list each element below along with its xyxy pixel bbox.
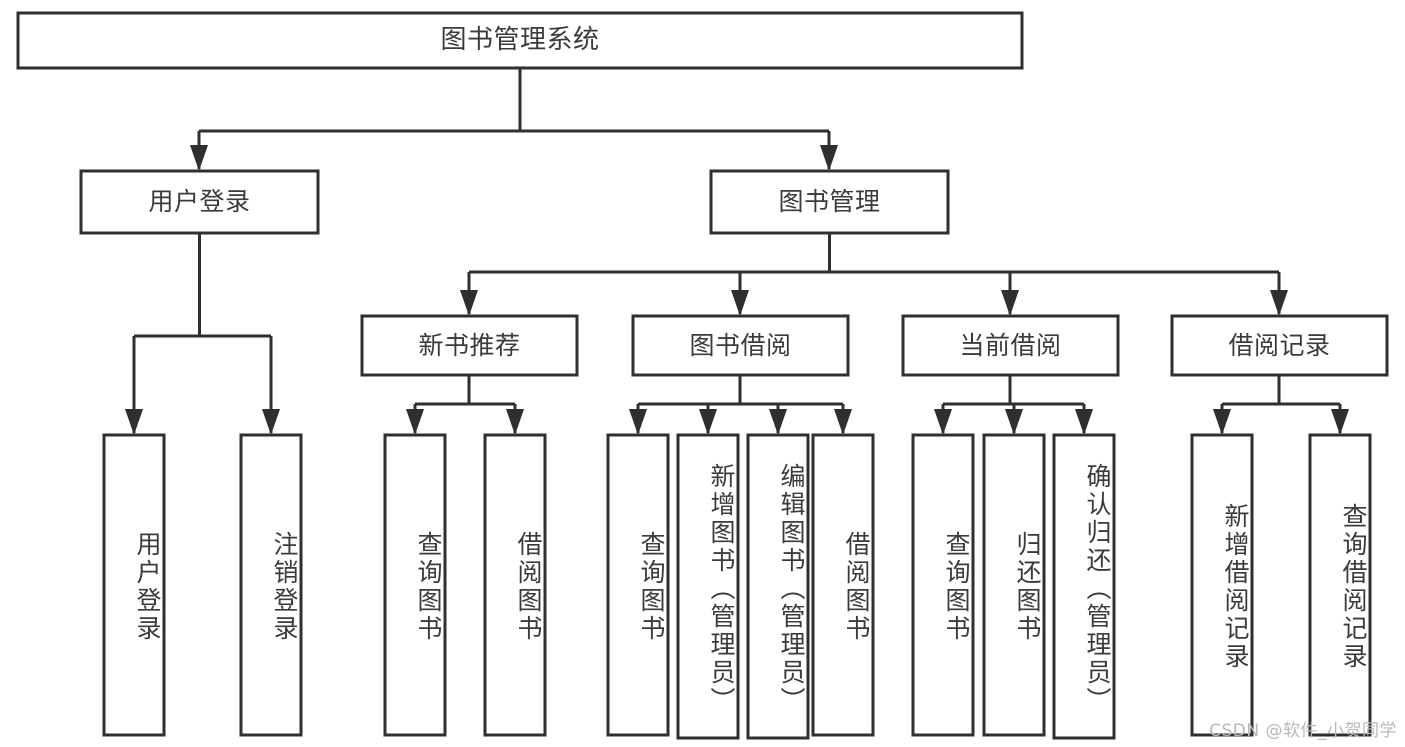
node-box-book-management[interactable] [709, 169, 950, 235]
arrow-head-icon [1270, 290, 1288, 316]
node-box-leaf-borrow-book-recommend[interactable] [483, 433, 547, 737]
arrow-head-icon [460, 290, 478, 316]
arrow-head-icon [1075, 409, 1093, 435]
arrow-head-icon [1213, 409, 1231, 435]
arrow-head-icon [699, 409, 717, 435]
arrow-head-icon [834, 409, 852, 435]
connector-edges-layer [125, 68, 1349, 435]
node-box-leaf-query-borrow-record[interactable] [1308, 433, 1372, 737]
arrow-head-icon [1331, 409, 1349, 435]
node-boxes-layer [16, 11, 1389, 740]
arrow-head-icon [769, 409, 787, 435]
node-box-leaf-add-book-admin[interactable] [676, 433, 740, 740]
node-box-leaf-confirm-return-admin[interactable] [1052, 433, 1116, 740]
arrow-head-icon [1001, 290, 1019, 316]
node-box-user-login[interactable] [79, 169, 320, 235]
node-box-leaf-query-book-recommend[interactable] [383, 433, 447, 737]
arrow-head-icon [731, 290, 749, 316]
arrow-head-icon [190, 145, 208, 171]
node-box-book-borrow[interactable] [631, 314, 850, 377]
node-box-leaf-add-borrow-record[interactable] [1190, 433, 1254, 737]
arrow-head-icon [629, 409, 647, 435]
node-box-borrow-record[interactable] [1170, 314, 1389, 377]
node-box-new-book-recommend[interactable] [360, 314, 579, 377]
csdn-watermark: CSDN @软件_小贺同学 [1209, 721, 1397, 741]
arrow-head-icon [820, 145, 838, 171]
arrow-head-icon [406, 409, 424, 435]
node-box-leaf-logout-login[interactable] [239, 433, 303, 737]
node-box-leaf-return-book[interactable] [982, 433, 1046, 737]
node-box-leaf-borrow-book-borrow[interactable] [811, 433, 875, 737]
node-box-leaf-query-book-current[interactable] [911, 433, 975, 737]
node-box-current-borrow[interactable] [901, 314, 1120, 377]
arrow-head-icon [262, 409, 280, 435]
arrow-head-icon [125, 409, 143, 435]
node-box-leaf-edit-book-admin[interactable] [746, 433, 810, 740]
arrow-head-icon [506, 409, 524, 435]
node-box-root[interactable] [16, 11, 1024, 70]
arrow-head-icon [1005, 409, 1023, 435]
node-box-leaf-user-login[interactable] [102, 433, 166, 737]
arrow-head-icon [934, 409, 952, 435]
node-box-leaf-query-book-borrow[interactable] [606, 433, 670, 737]
